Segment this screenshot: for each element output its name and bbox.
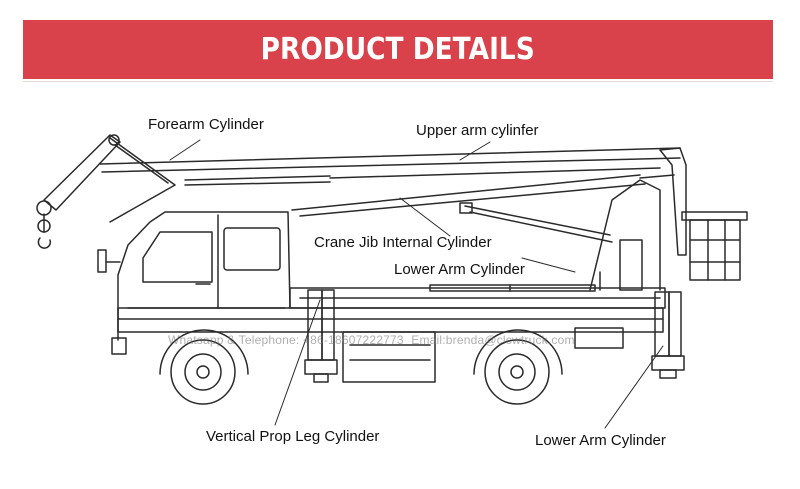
page-title: PRODUCT DETAILS	[260, 32, 536, 67]
lower-arm	[291, 174, 646, 243]
watermark-phone: Whatsapp & Telephone: +86-18607222773	[168, 333, 404, 347]
label-upper-arm-cylinder: Upper arm cylinfer	[416, 122, 539, 139]
label-vertical-prop-leg-cylinder: Vertical Prop Leg Cylinder	[206, 428, 380, 445]
deck-rails	[429, 284, 596, 292]
watermark-email: Email:brenda@clcwtruck.com	[411, 333, 575, 347]
label-lower-arm-cylinder-top: Lower Arm Cylinder	[394, 261, 525, 278]
mast	[589, 179, 661, 291]
divider	[23, 81, 773, 82]
label-crane-jib-internal-cylinder: Crane Jib Internal Cylinder	[314, 234, 492, 251]
truck-cab	[97, 211, 291, 355]
wheels	[159, 329, 563, 405]
label-forearm-cylinder: Forearm Cylinder	[148, 116, 264, 133]
work-basket	[681, 211, 748, 281]
prop-legs	[304, 289, 685, 383]
upper-arm	[99, 147, 687, 256]
header-banner: PRODUCT DETAILS	[23, 20, 773, 79]
label-lower-arm-cylinder-bottom: Lower Arm Cylinder	[535, 432, 666, 449]
forearm-jib	[36, 134, 176, 249]
watermark: Whatsapp & Telephone: +86-18607222773 Em…	[168, 333, 579, 347]
leader-lines	[169, 139, 664, 429]
